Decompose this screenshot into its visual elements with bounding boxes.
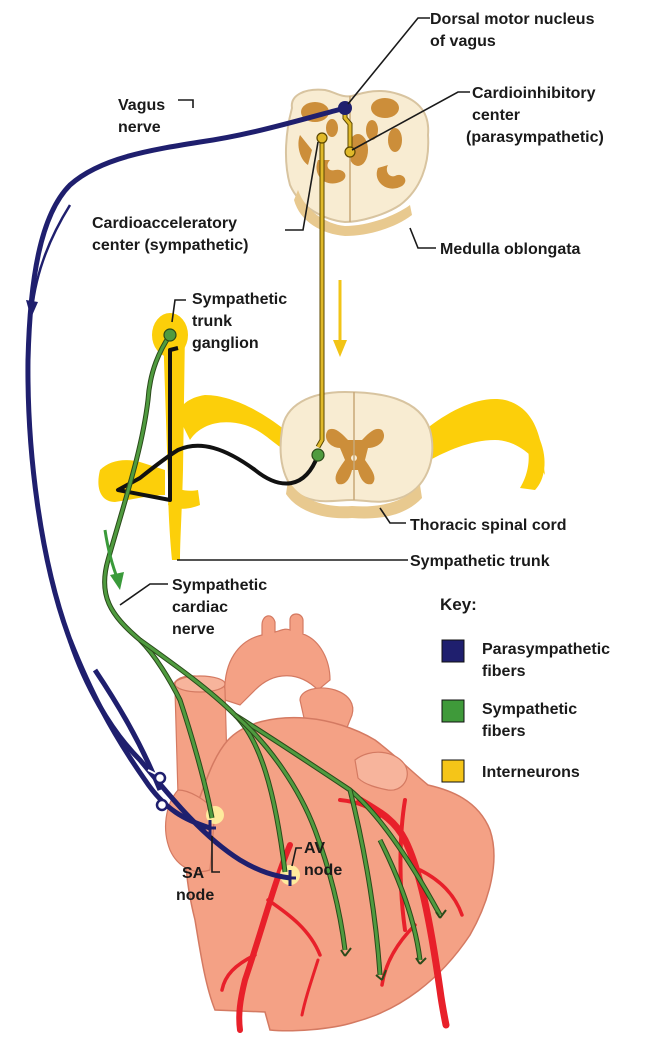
label-sympathetic-trunk-ganglion-line3: ganglion <box>192 335 259 352</box>
medulla-oblongata <box>286 90 428 236</box>
key-title: Key: <box>440 595 477 614</box>
label-thoracic-spinal-cord: Thoracic spinal cord <box>410 517 566 534</box>
key-swatch-sympathetic <box>442 700 464 722</box>
sympathetic-trunk <box>98 313 200 560</box>
label-cardioacceleratory-line1: Cardioacceleratory <box>92 215 237 232</box>
label-dorsal-motor-nucleus-line2: of vagus <box>430 33 496 50</box>
label-sympathetic-trunk: Sympathetic trunk <box>410 553 550 570</box>
label-cardioacceleratory-line2: center (sympathetic) <box>92 237 249 254</box>
interneuron-arrow-icon <box>333 340 347 357</box>
label-cardioinhibitory-line2: center <box>472 107 520 124</box>
label-av-node-line1: AV <box>304 840 325 857</box>
key-swatch-interneurons <box>442 760 464 782</box>
label-sa-node-line2: node <box>176 887 214 904</box>
label-cardioinhibitory-line3: (parasympathetic) <box>466 129 604 146</box>
label-vagus-nerve-line2: nerve <box>118 119 161 136</box>
label-sympathetic-trunk-ganglion-line2: trunk <box>192 313 232 330</box>
key-label-parasympathetic-line2: fibers <box>482 663 526 680</box>
key-label-sympathetic-line1: Sympathetic <box>482 701 577 718</box>
label-av-node-line2: node <box>304 862 342 879</box>
label-sa-node-line1: SA <box>182 865 205 882</box>
legend-key: Key: Parasympathetic fibers Sympathetic … <box>440 595 610 782</box>
key-label-interneurons: Interneurons <box>482 764 580 781</box>
heart <box>166 614 494 1031</box>
label-sympathetic-trunk-ganglion-line1: Sympathetic <box>192 291 287 308</box>
label-sympathetic-cardiac-nerve-line1: Sympathetic <box>172 577 267 594</box>
key-label-sympathetic-line2: fibers <box>482 723 526 740</box>
label-sympathetic-cardiac-nerve-line2: cardiac <box>172 599 228 616</box>
label-medulla-oblongata: Medulla oblongata <box>440 241 581 258</box>
direction-arrows <box>26 205 347 590</box>
label-vagus-nerve-line1: Vagus <box>118 97 165 114</box>
key-label-parasympathetic-line1: Parasympathetic <box>482 641 610 658</box>
label-cardioinhibitory-line1: Cardioinhibitory <box>472 85 596 102</box>
label-sympathetic-cardiac-nerve-line3: nerve <box>172 621 215 638</box>
sympathetic-arrow-icon <box>110 572 124 590</box>
label-dorsal-motor-nucleus-line1: Dorsal motor nucleus <box>430 11 595 28</box>
key-swatch-parasympathetic <box>442 640 464 662</box>
